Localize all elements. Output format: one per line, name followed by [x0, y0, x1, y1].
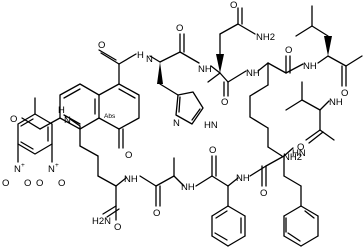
nitro-ortho-n-label: N: [48, 164, 55, 175]
nitro-para-o2-label: O: [24, 178, 31, 189]
phenylalanine-residue-2: [195, 155, 246, 247]
phe2-nh-label: NH: [236, 173, 250, 184]
gln-nh2-label: NH2: [256, 32, 275, 43]
lys-dnp-nh-label: NH: [124, 174, 138, 185]
gln-nh-label: NH: [198, 64, 212, 75]
lys-nh2-label: NH2: [283, 152, 302, 163]
ala-nh-label: NH: [181, 182, 195, 193]
coumarin-amide-o-label: O: [98, 40, 105, 51]
nitro-ortho-o2-label: O: [58, 178, 65, 189]
imidazole-hn-label: HN: [204, 120, 218, 131]
nitro-para-n-label: N: [14, 164, 21, 175]
methoxy-o-label: O: [10, 114, 17, 125]
c-term-nh2-label: H2N: [92, 216, 111, 227]
atom-labels: O O H N O Abs O HN N NH O NH2 O NH O NH2…: [2, 0, 348, 233]
lysine-residue: [249, 55, 304, 157]
histidine-residue: [149, 33, 204, 125]
nitro-ortho-o1-label: O: [36, 178, 43, 189]
val-carbonyl-o-label: O: [297, 142, 304, 153]
lactone-o-label: O: [125, 150, 132, 161]
nitro-ortho-plus-label: +: [55, 162, 59, 169]
lys-carbonyl-o-label: O: [285, 45, 292, 56]
lys-nh-label: NH: [246, 68, 260, 79]
nitro-para-plus-label: +: [21, 162, 25, 169]
leu-carbonyl-o-label: O: [341, 88, 348, 99]
phe1-nh-label: HN: [292, 148, 306, 159]
gln-amide-o-label: O: [230, 0, 237, 11]
ala-carbonyl-o-label: O: [153, 208, 160, 219]
valine-residue: [285, 81, 335, 144]
leu-nh-label: NH: [303, 61, 317, 72]
c-term-o-label: O: [114, 222, 121, 233]
phe1-carbonyl-o-label: O: [260, 188, 267, 199]
lysine-dnp-residue: [69, 118, 127, 221]
phe2-carbonyl-o-label: O: [209, 145, 216, 156]
coumarin-ring-system: [21, 49, 140, 149]
val-nh-label: NH: [329, 97, 343, 108]
glutamine-residue: [207, 7, 256, 97]
alanine-residue: [139, 157, 185, 207]
gln-carbonyl-o-label: O: [221, 97, 228, 108]
phenylalanine-residue-1: [249, 147, 319, 247]
dnp-nh-label: N: [64, 115, 71, 126]
leucine-residue: [295, 5, 363, 87]
his-n-label: N: [146, 54, 153, 65]
imidazole-n-label: N: [173, 118, 180, 129]
abs-stereo-label: Abs: [104, 113, 116, 120]
his-carbonyl-o-label: O: [176, 23, 183, 34]
his-nh-label: H: [137, 50, 144, 61]
dnp-h-label: H: [58, 105, 65, 116]
nitro-para-o1-label: O: [2, 178, 9, 189]
dinitrophenyl-ring: [17, 97, 53, 163]
